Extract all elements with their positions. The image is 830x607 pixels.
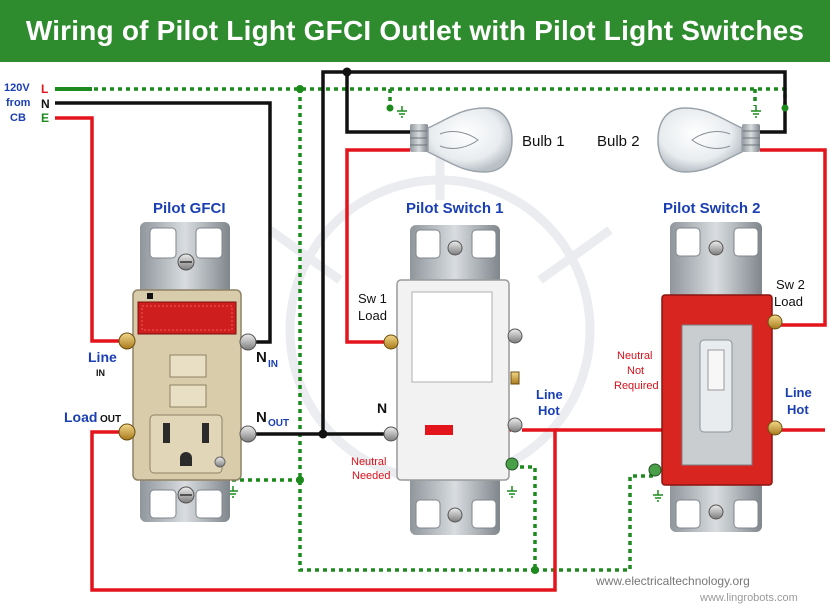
gfci-line-label: Line (88, 349, 117, 365)
switch1-neutral-label: Neutral (351, 456, 386, 468)
supply-line-label: L (41, 82, 48, 96)
switch1-n-label: N (377, 400, 387, 416)
switch1-title: Pilot Switch 1 (406, 200, 504, 217)
ground-symbols (228, 106, 761, 502)
supply-source-cb: CB (10, 112, 26, 124)
pilot-gfci-outlet (118, 222, 257, 522)
bulb1-label: Bulb 1 (522, 133, 565, 150)
earth-node-bottom (531, 566, 539, 574)
switch2-required-label: Required (614, 380, 659, 392)
gfci-n-out-label: N (256, 409, 267, 426)
neutral-junction-bottom (318, 429, 328, 439)
watermark-text: www.lingrobots.com (699, 592, 798, 604)
pilot-switch-2 (648, 222, 783, 532)
switch2-load-label: Load (774, 294, 803, 309)
earth-node-bulb2 (781, 104, 789, 112)
switch1-load-label: Load (358, 308, 387, 323)
neutral-junction-top (342, 67, 352, 77)
switch2-hot-label: Hot (787, 402, 809, 417)
gfci-n-in-label: N (256, 349, 267, 366)
switch2-neutral-label: Neutral (617, 350, 652, 362)
supply-source-120v: 120V (4, 82, 30, 94)
switch2-not-label: Not (627, 365, 644, 377)
earth-node-gfci (296, 476, 304, 484)
gfci-load-label: Load (64, 409, 97, 425)
switch2-title: Pilot Switch 2 (663, 200, 761, 217)
switch1-line-label: Line (536, 387, 563, 402)
switch2-sw-label: Sw 2 (776, 277, 805, 292)
title-bar: Wiring of Pilot Light GFCI Outlet with P… (0, 0, 830, 62)
gfci-n-in-sub: IN (268, 359, 278, 370)
switch1-sw-label: Sw 1 (358, 291, 387, 306)
supply-neutral-label: N (41, 97, 50, 111)
gfci-title: Pilot GFCI (153, 200, 226, 217)
earth-node-top (296, 85, 304, 93)
switch1-hot-label: Hot (538, 403, 560, 418)
supply-source-from: from (6, 97, 31, 109)
switch2-line-label: Line (785, 385, 812, 400)
pilot-switch-1 (383, 225, 523, 535)
supply-earth-label: E (41, 111, 49, 125)
earth-node-bulb1 (386, 104, 394, 112)
gfci-load-sub: OUT (100, 414, 121, 425)
switch1-needed-label: Needed (352, 470, 391, 482)
bulb2-label: Bulb 2 (597, 133, 640, 150)
neutral-wires (55, 70, 787, 436)
gfci-n-out-sub: OUT (268, 418, 289, 429)
bulb-2 (657, 107, 760, 173)
website-credit: www.electricaltechnology.org (595, 574, 750, 588)
gfci-line-sub: IN (96, 368, 105, 378)
bulb-1 (410, 107, 513, 173)
page-title: Wiring of Pilot Light GFCI Outlet with P… (25, 15, 805, 46)
